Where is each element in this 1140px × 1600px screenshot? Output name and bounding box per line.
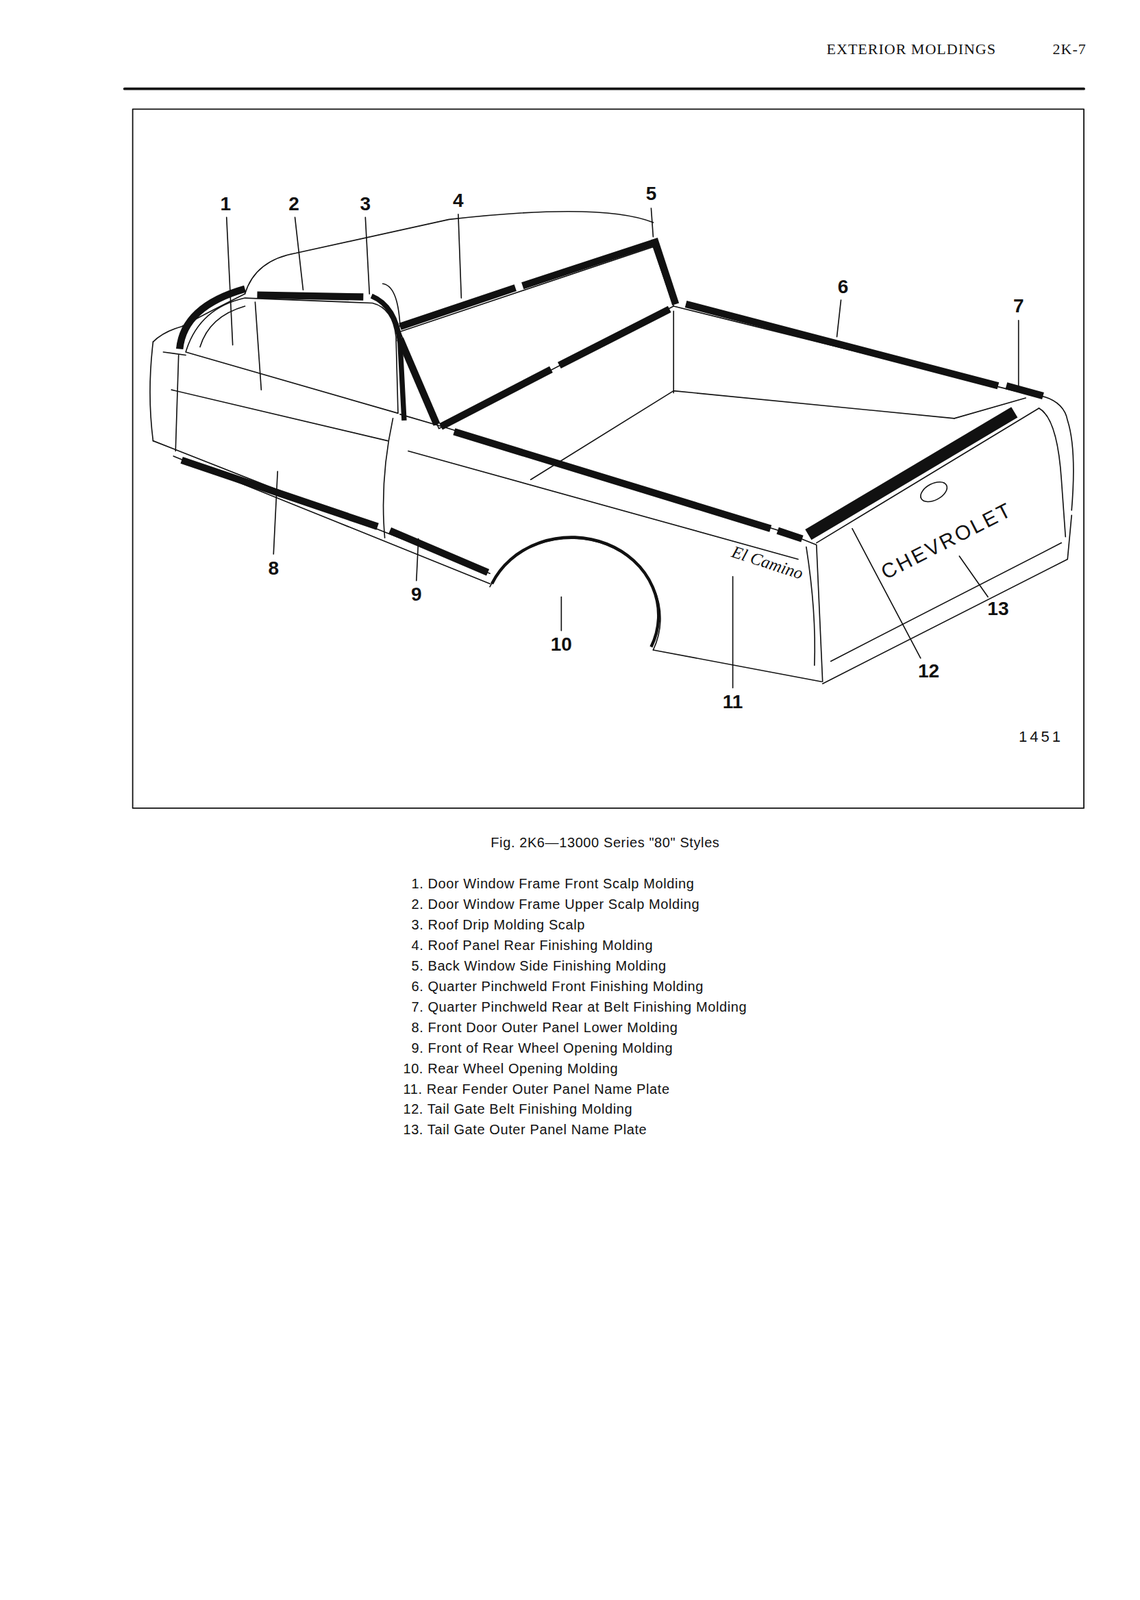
callout-number: 7 bbox=[1013, 295, 1025, 318]
parts-list-item: 9. Front of Rear Wheel Opening Molding bbox=[402, 1039, 673, 1056]
callout-number: 12 bbox=[918, 660, 940, 683]
parts-list-item: 5. Back Window Side Finishing Molding bbox=[402, 957, 666, 974]
callout-number: 2 bbox=[288, 193, 300, 216]
parts-list-item: 10. Rear Wheel Opening Molding bbox=[402, 1060, 618, 1077]
running-header: EXTERIOR MOLDINGS bbox=[826, 40, 997, 58]
parts-list-item: 6. Quarter Pinchweld Front Finishing Mol… bbox=[402, 978, 704, 995]
parts-list-item: 8. Front Door Outer Panel Lower Molding bbox=[402, 1019, 678, 1036]
header-rule bbox=[124, 87, 1084, 91]
callout-number: 6 bbox=[837, 276, 849, 299]
parts-list-item: 12. Tail Gate Belt Finishing Molding bbox=[402, 1101, 633, 1118]
callout-number: 3 bbox=[360, 193, 372, 216]
callout-number: 1 bbox=[219, 193, 231, 216]
parts-list-item: 13. Tail Gate Outer Panel Name Plate bbox=[402, 1122, 647, 1138]
parts-list-item: 2. Door Window Frame Upper Scalp Molding bbox=[402, 896, 700, 913]
callout-number: 10 bbox=[550, 633, 573, 656]
tailgate-lettering: CHEVROLET bbox=[877, 497, 1017, 584]
figure-caption: Fig. 2K6—13000 Series "80" Styles bbox=[490, 835, 720, 851]
parts-list-item: 1. Door Window Frame Front Scalp Molding bbox=[402, 876, 695, 892]
body-outline bbox=[150, 211, 1074, 684]
page-number: 2K-7 bbox=[1052, 40, 1087, 58]
figure-number: 1451 bbox=[1018, 728, 1064, 746]
parts-list-item: 3. Roof Drip Molding Scalp bbox=[402, 916, 586, 933]
leader-lines bbox=[226, 208, 1019, 688]
callout-number: 9 bbox=[411, 583, 423, 606]
parts-list-item: 11. Rear Fender Outer Panel Name Plate bbox=[402, 1081, 670, 1097]
parts-list-item: 7. Quarter Pinchweld Rear at Belt Finish… bbox=[402, 998, 747, 1015]
callout-number: 5 bbox=[646, 182, 658, 205]
callout-number: 13 bbox=[987, 598, 1009, 621]
fender-name-plate: El Camino bbox=[729, 542, 806, 585]
callout-number: 4 bbox=[452, 189, 464, 212]
figure-frame bbox=[132, 108, 1084, 808]
callout-number: 8 bbox=[267, 557, 279, 580]
parts-list-item: 4. Roof Panel Rear Finishing Molding bbox=[402, 937, 653, 953]
callout-number: 11 bbox=[722, 691, 744, 714]
molding-strips bbox=[179, 239, 1043, 648]
